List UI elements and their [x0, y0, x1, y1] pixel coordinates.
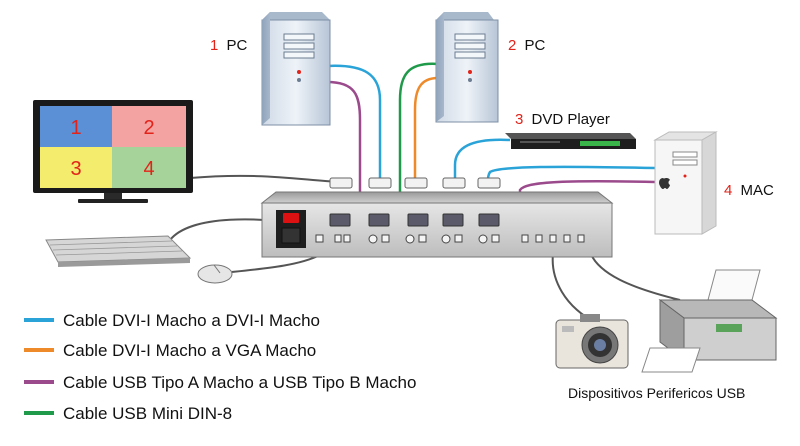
printer	[641, 269, 778, 373]
pc-2-label: 2 PC	[508, 37, 546, 54]
dvd-player-text: DVD Player	[532, 111, 610, 128]
quadrant-4-number: 4	[143, 158, 154, 180]
quadrant-3-number: 3	[70, 158, 81, 180]
mac-dvi-cable	[486, 165, 656, 183]
cable-connectors	[329, 177, 501, 189]
kvm-lower-ports	[315, 234, 585, 244]
mac-label: 4 MAC	[724, 182, 774, 199]
monitor-stand	[78, 199, 148, 203]
dvd-player	[505, 133, 636, 149]
apple-logo-icon	[659, 178, 670, 189]
kvm-video-ports	[329, 213, 500, 227]
dvd-player-number: 3	[515, 111, 523, 128]
monitor-neck	[104, 193, 122, 199]
legend-swatch-usb	[24, 380, 54, 384]
quadrant-1-number: 1	[70, 117, 81, 139]
peripherals-label: Dispositivos Perifericos USB	[568, 385, 745, 401]
power-socket	[281, 227, 301, 244]
monitor-quadrant-3	[40, 147, 112, 188]
monitor-cable	[189, 174, 341, 183]
legend-label-vga: Cable DVI-I Macho a VGA Macho	[63, 341, 316, 360]
quadrant-2-number: 2	[143, 117, 154, 139]
monitor-quadrant-4	[112, 147, 186, 188]
mac-text: MAC	[741, 182, 775, 199]
camera	[555, 314, 629, 369]
legend-swatch-din	[24, 411, 54, 415]
mac-number: 4	[724, 182, 732, 199]
dvd-dvi-cable	[453, 138, 511, 182]
pc-2-text: PC	[525, 37, 546, 54]
legend-swatch-dvi	[24, 318, 54, 322]
pc-1-text: PC	[227, 37, 248, 54]
pc2-vga-cable	[413, 76, 439, 182]
monitor-quadrant-2	[112, 106, 186, 147]
mac-tower	[653, 131, 718, 235]
monitor-quadrant-1	[40, 106, 112, 147]
kvm-switch	[260, 191, 614, 258]
pc-1-number: 1	[210, 37, 218, 54]
pc-1-label: 1 PC	[210, 37, 248, 54]
legend: Cable DVI-I Macho a DVI-I Macho Cable DV…	[24, 311, 416, 423]
legend-label-usb: Cable USB Tipo A Macho a USB Tipo B Mach…	[63, 373, 416, 392]
monitor: 1 2 3 4	[33, 100, 193, 203]
power-switch	[283, 213, 299, 223]
legend-swatch-vga	[24, 348, 54, 352]
legend-label-dvi: Cable DVI-I Macho a DVI-I Macho	[63, 311, 320, 330]
keyboard	[45, 235, 192, 267]
pc-1-tower	[261, 12, 331, 126]
dvd-player-label: 3 DVD Player	[515, 111, 610, 128]
pc-2-tower	[435, 12, 499, 123]
mouse	[197, 264, 233, 284]
legend-label-din: Cable USB Mini DIN-8	[63, 404, 232, 423]
pc1-dvi-cable	[326, 64, 382, 182]
pc-2-number: 2	[508, 37, 516, 54]
